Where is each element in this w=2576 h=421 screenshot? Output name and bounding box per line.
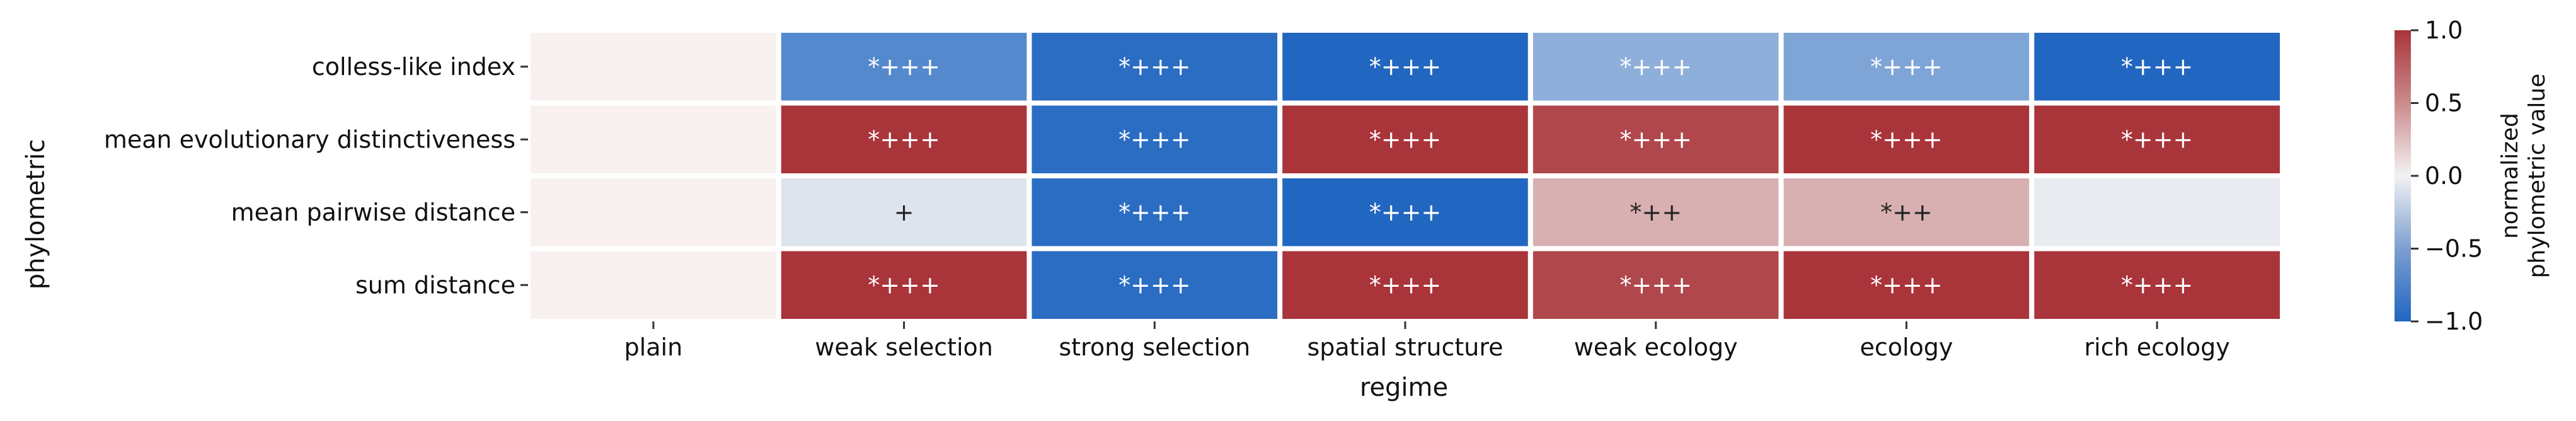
cell-annotation: *+++: [1369, 53, 1442, 81]
heatmap-cell: [776, 173, 1032, 251]
cell-annotation: *+++: [1619, 271, 1692, 299]
cell-annotation: *++: [1880, 199, 1933, 226]
heatmap-cell: [1527, 100, 1784, 178]
cell-annotation: *+++: [868, 271, 940, 299]
heatmap-cell: [1527, 173, 1784, 251]
heatmap-cell: [776, 246, 1032, 324]
cell-annotation: *+++: [1118, 125, 1191, 153]
heatmap-cell: [2029, 173, 2285, 251]
colorbar-tick-label: 0.0: [2425, 162, 2463, 190]
cell-annotation: *+++: [2121, 53, 2194, 81]
cell-annotation: *+++: [2121, 271, 2194, 299]
cell-annotation: *+++: [1619, 125, 1692, 153]
cell-annotation: *+++: [1118, 271, 1191, 299]
cell-annotation: *+++: [1870, 53, 1943, 81]
y-tick-label: colless-like index: [312, 53, 515, 81]
cell-annotation: *+++: [1870, 125, 1943, 153]
heatmap-cells: [526, 28, 2285, 324]
colorbar-tick-label: −1.0: [2425, 308, 2483, 335]
heatmap-cell: [2029, 100, 2285, 178]
cell-annotation: *+++: [1619, 53, 1692, 81]
cell-annotation: *+++: [2121, 125, 2194, 153]
cell-annotation: *+++: [1369, 271, 1442, 299]
cell-annotation: *++: [1630, 199, 1682, 226]
heatmap-cell: [1778, 246, 2035, 324]
heatmap-cell: [1778, 173, 2035, 251]
colorbar-ticks: 1.0 0.5 0.0 −0.5 −1.0: [2411, 16, 2483, 335]
x-tick-label: ecology: [1860, 333, 1953, 361]
cell-annotation: *+++: [868, 53, 940, 81]
colorbar-label-line2: phylometric value: [2524, 74, 2550, 279]
cell-annotation: *+++: [1369, 199, 1442, 226]
heatmap-cell: [1026, 173, 1283, 251]
x-tick-label: plain: [624, 333, 683, 361]
y-tick-labels: colless-like index mean evolutionary dist…: [104, 53, 528, 299]
y-axis-title: phylometric: [21, 139, 50, 290]
x-tick-label: weak ecology: [1574, 333, 1738, 361]
cell-annotation: *+++: [1118, 53, 1191, 81]
cell-annotation: *+++: [868, 125, 940, 153]
heatmap-annotations: *+++*+++*+++*+++*+++*+++*+++*+++*+++*+++…: [868, 53, 2193, 299]
x-tick-label: spatial structure: [1307, 333, 1503, 361]
heatmap-cell: [1026, 100, 1283, 178]
colorbar-tick-label: 1.0: [2425, 16, 2463, 44]
x-tick-label: strong selection: [1059, 333, 1250, 361]
heatmap-cell: [526, 173, 781, 251]
y-tick-label: mean pairwise distance: [231, 199, 515, 226]
x-axis-title: regime: [1360, 373, 1448, 402]
y-tick-label: sum distance: [355, 271, 515, 299]
colorbar-tick-label: 0.5: [2425, 89, 2463, 117]
x-tick-label: weak selection: [815, 333, 993, 361]
x-tick-labels: plain weak selection strong selection spati…: [624, 321, 2230, 361]
cell-annotation: *+++: [1118, 199, 1191, 226]
x-tick-label: rich ecology: [2084, 333, 2230, 361]
colorbar-tick-label: −0.5: [2425, 235, 2483, 263]
heatmap-cell: [526, 100, 781, 178]
colorbar-gradient: [2395, 30, 2411, 321]
cell-annotation: *+++: [1369, 125, 1442, 153]
cell-annotation: +: [894, 199, 914, 226]
heatmap-cell: [526, 28, 781, 106]
cell-annotation: *+++: [1870, 271, 1943, 299]
colorbar-label-line1: normalized: [2497, 113, 2523, 239]
colorbar: 1.0 0.5 0.0 −0.5 −1.0 normalized phylometric…: [2395, 16, 2550, 335]
y-tick-label: mean evolutionary distinctiveness: [104, 125, 515, 153]
heatmap-cell: [526, 246, 781, 324]
